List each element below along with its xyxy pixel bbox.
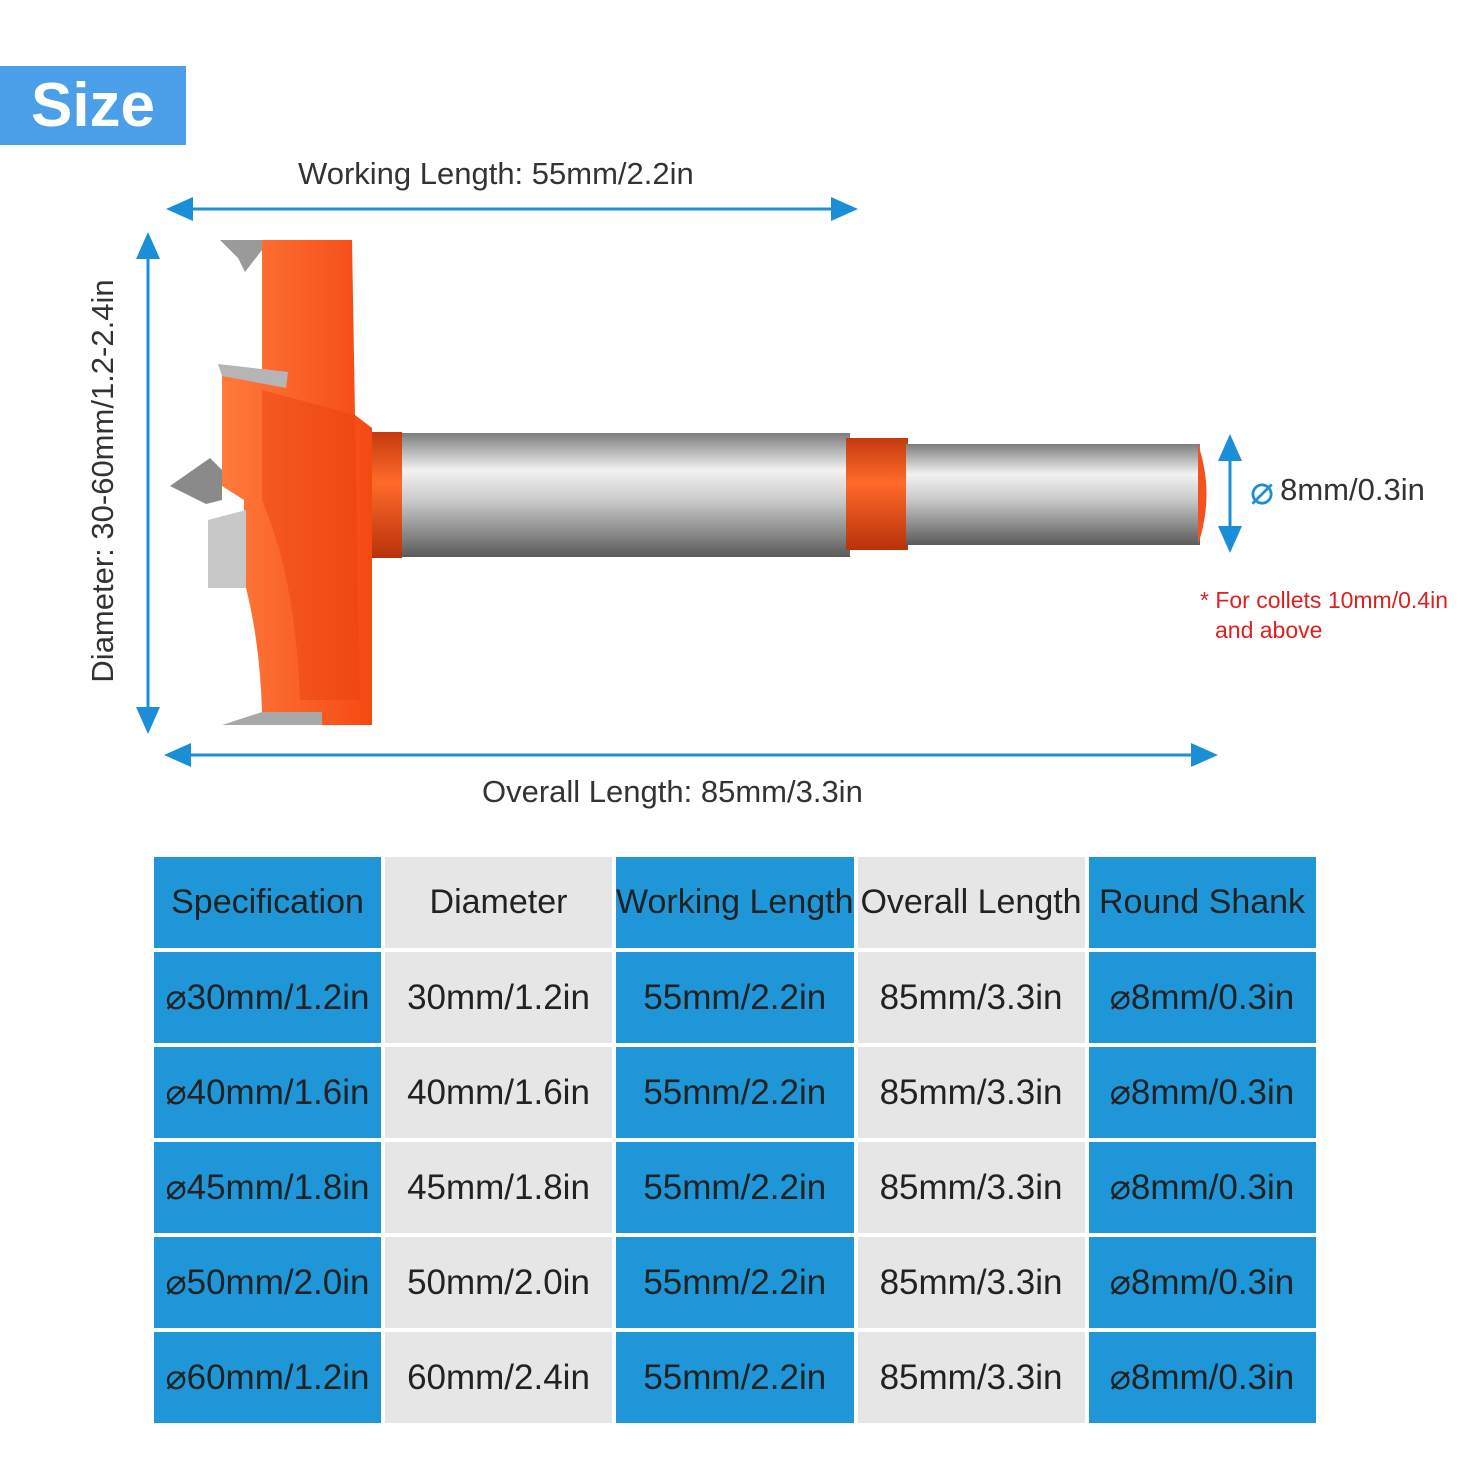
header-working-length: Working Length bbox=[616, 857, 854, 948]
cell-diameter: 50mm/2.0in bbox=[385, 1237, 612, 1328]
cell-overall-length: 85mm/3.3in bbox=[857, 952, 1085, 1043]
shank-collar bbox=[846, 438, 908, 550]
middle-cutting-edge bbox=[218, 364, 288, 388]
diameter-label: Diameter: 30-60mm/1.2-2.4in bbox=[85, 279, 120, 683]
side-blade bbox=[208, 510, 246, 588]
diameter-symbol-icon: ⌀ bbox=[1250, 469, 1275, 513]
cell-specification: ⌀45mm/1.8in bbox=[154, 1142, 381, 1233]
collet-note: * For collets 10mm/0.4in and above bbox=[1200, 585, 1448, 645]
cell-overall-length: 85mm/3.3in bbox=[857, 1332, 1085, 1423]
cell-overall-length: 85mm/3.3in bbox=[857, 1047, 1085, 1138]
cell-diameter: 45mm/1.8in bbox=[385, 1142, 612, 1233]
working-length-label: Working Length: 55mm/2.2in bbox=[298, 156, 694, 191]
cutter-head bbox=[222, 240, 372, 725]
cell-specification: ⌀40mm/1.6in bbox=[154, 1047, 381, 1138]
size-badge: Size bbox=[0, 66, 186, 145]
drill-bit-diagram bbox=[136, 197, 1242, 767]
top-cutting-edge bbox=[220, 240, 262, 272]
shank-diameter-label: ⌀8mm/0.3in bbox=[1250, 468, 1425, 514]
table-row: ⌀60mm/1.2in 60mm/2.4in 55mm/2.2in 85mm/3… bbox=[154, 1332, 1316, 1423]
cell-round-shank: ⌀8mm/0.3in bbox=[1088, 1237, 1316, 1328]
cell-working-length: 55mm/2.2in bbox=[616, 952, 854, 1043]
cell-overall-length: 85mm/3.3in bbox=[857, 1142, 1085, 1233]
center-spur bbox=[170, 458, 222, 504]
shank-diameter-value: 8mm/0.3in bbox=[1280, 472, 1425, 507]
cell-specification: ⌀50mm/2.0in bbox=[154, 1237, 381, 1328]
cell-specification: ⌀30mm/1.2in bbox=[154, 952, 381, 1043]
cell-diameter: 30mm/1.2in bbox=[385, 952, 612, 1043]
cell-round-shank: ⌀8mm/0.3in bbox=[1088, 1332, 1316, 1423]
header-diameter: Diameter bbox=[385, 857, 612, 948]
cell-diameter: 60mm/2.4in bbox=[385, 1332, 612, 1423]
collet-note-line2: and above bbox=[1215, 617, 1323, 643]
drill-shaft bbox=[395, 433, 850, 557]
header-overall-length: Overall Length bbox=[857, 857, 1085, 948]
cell-working-length: 55mm/2.2in bbox=[616, 1332, 854, 1423]
cell-specification: ⌀60mm/1.2in bbox=[154, 1332, 381, 1423]
spec-table: Specification Diameter Working Length Ov… bbox=[150, 853, 1320, 1427]
table-header-row: Specification Diameter Working Length Ov… bbox=[154, 857, 1316, 948]
shaft-ring bbox=[370, 432, 402, 558]
cell-overall-length: 85mm/3.3in bbox=[857, 1237, 1085, 1328]
round-shank bbox=[906, 444, 1200, 545]
collet-note-line1: * For collets 10mm/0.4in bbox=[1200, 587, 1448, 613]
table-row: ⌀40mm/1.6in 40mm/1.6in 55mm/2.2in 85mm/3… bbox=[154, 1047, 1316, 1138]
overall-length-label: Overall Length: 85mm/3.3in bbox=[482, 774, 863, 809]
bottom-cutting-edge bbox=[222, 712, 322, 725]
header-specification: Specification bbox=[154, 857, 381, 948]
cell-working-length: 55mm/2.2in bbox=[616, 1047, 854, 1138]
cell-round-shank: ⌀8mm/0.3in bbox=[1088, 1142, 1316, 1233]
cell-working-length: 55mm/2.2in bbox=[616, 1142, 854, 1233]
table-row: ⌀30mm/1.2in 30mm/1.2in 55mm/2.2in 85mm/3… bbox=[154, 952, 1316, 1043]
cell-round-shank: ⌀8mm/0.3in bbox=[1088, 1047, 1316, 1138]
cell-working-length: 55mm/2.2in bbox=[616, 1237, 854, 1328]
head-shading bbox=[262, 390, 360, 700]
table-row: ⌀50mm/2.0in 50mm/2.0in 55mm/2.2in 85mm/3… bbox=[154, 1237, 1316, 1328]
shank-end-cap bbox=[1198, 444, 1207, 545]
table-row: ⌀45mm/1.8in 45mm/1.8in 55mm/2.2in 85mm/3… bbox=[154, 1142, 1316, 1233]
cell-diameter: 40mm/1.6in bbox=[385, 1047, 612, 1138]
header-round-shank: Round Shank bbox=[1088, 857, 1316, 948]
cell-round-shank: ⌀8mm/0.3in bbox=[1088, 952, 1316, 1043]
